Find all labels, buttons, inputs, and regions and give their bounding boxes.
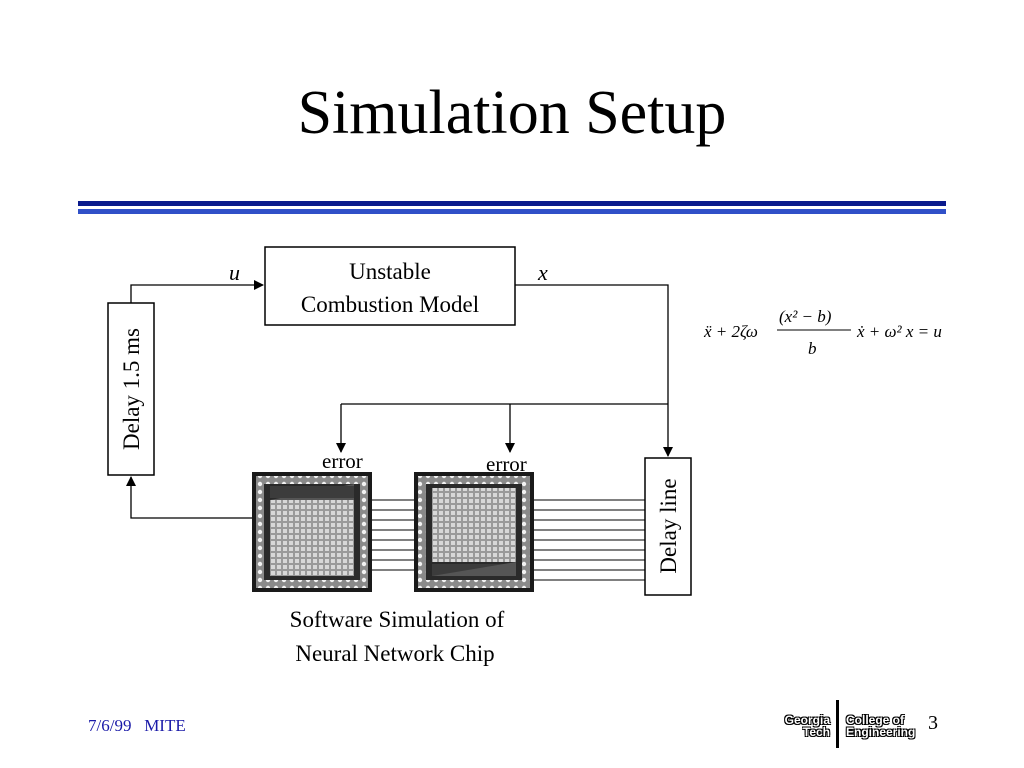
delay-box [107, 302, 155, 476]
combustion-model-label-line1: Unstable [349, 259, 431, 284]
equation-denominator: b [808, 339, 817, 358]
bus-lines [372, 499, 645, 581]
logo-divider [836, 700, 839, 748]
x-signal-label: x [537, 260, 548, 285]
neural-chip-left [252, 472, 372, 592]
delay-line-label: Delay line [656, 478, 681, 573]
caption-line2: Neural Network Chip [295, 641, 494, 666]
block-diagram: Unstable Combustion Model Delay 1.5 ms D… [107, 246, 942, 666]
logo-georgia-tech-text: Georgia Tech [784, 713, 830, 739]
delay-box-label: Delay 1.5 ms [119, 328, 144, 450]
combustion-model-box [264, 246, 516, 326]
neural-chip-right [414, 472, 534, 592]
u-signal-label: u [229, 260, 240, 285]
u-signal-arrow [130, 280, 264, 303]
x-signal-arrow [515, 284, 673, 457]
error-label-left: error [322, 449, 363, 473]
combustion-model-label-line2: Combustion Model [301, 292, 479, 317]
equation: ẍ + 2ζω (x² − b) b ẋ + ω² x = u [703, 307, 942, 358]
georgia-tech-logo: Georgia Tech College of Engineering 3 [766, 700, 946, 750]
page-number: 3 [928, 712, 938, 734]
caption-line1: Software Simulation of [290, 607, 505, 632]
logo-college-text: College of Engineering [846, 713, 916, 739]
delay-line-box [644, 457, 692, 596]
equation-lhs: ẍ + 2ζω [703, 322, 758, 341]
title-rule-top [78, 201, 946, 206]
slide-title: Simulation Setup [297, 79, 727, 147]
feedback-arrow [126, 476, 252, 519]
footer-date: 7/6/99 MITE [88, 716, 186, 735]
equation-numerator: (x² − b) [779, 307, 832, 326]
equation-rhs: ẋ + ω² x = u [856, 322, 942, 341]
title-rule-bottom [78, 209, 946, 214]
